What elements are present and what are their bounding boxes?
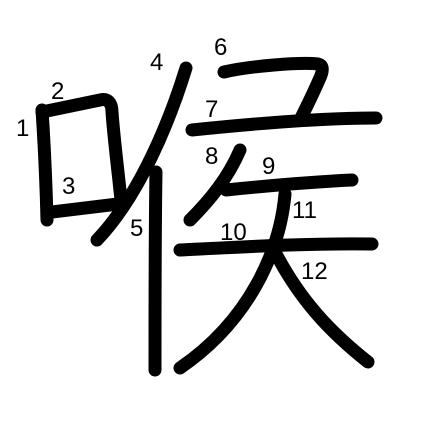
stroke-5	[148, 165, 163, 377]
stroke-number-4: 4	[150, 49, 163, 76]
stroke-3	[45, 197, 125, 219]
stroke-number-7: 7	[205, 96, 218, 123]
stroke-number-1: 1	[16, 115, 29, 142]
stroke-number-8: 8	[205, 143, 218, 170]
stroke-number-5: 5	[130, 215, 143, 242]
stroke-4	[90, 61, 193, 247]
character-strokes	[35, 56, 383, 377]
stroke-9	[219, 173, 359, 197]
stroke-number-12: 12	[301, 258, 328, 285]
stroke-number-9: 9	[262, 153, 275, 180]
stroke-7	[185, 111, 383, 137]
stroke-number-11: 11	[292, 197, 317, 224]
stroke-number-6: 6	[214, 34, 227, 61]
stroke-11	[173, 187, 292, 375]
stroke-1	[35, 103, 54, 227]
stroke-6	[217, 56, 329, 127]
stroke-number-2: 2	[51, 78, 64, 105]
stroke-8	[183, 143, 247, 227]
stroke-2	[35, 93, 128, 207]
stroke-number-labels: 1 2 3 4 5 6 7 8 9 10 11 12	[16, 34, 328, 285]
stroke-12	[268, 245, 375, 369]
stroke-number-3: 3	[62, 173, 75, 200]
stroke-number-10: 10	[220, 219, 247, 246]
